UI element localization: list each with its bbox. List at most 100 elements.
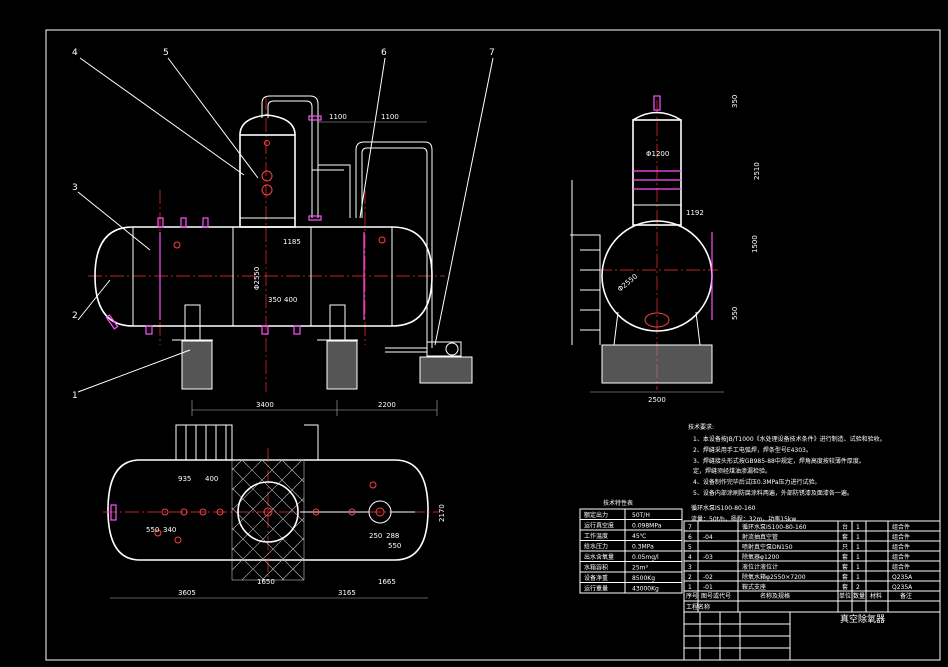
spec-label: 额定出力 <box>584 511 608 519</box>
part-number-2: 2 <box>72 311 78 321</box>
bom-name: 循环水泵IS100-80-160 <box>742 523 807 531</box>
front-ejector-pipe <box>355 141 433 348</box>
bom-qty: 1 <box>856 524 860 531</box>
part-number-6: 6 <box>381 48 387 58</box>
dim-plan-2170: 2170 <box>438 504 446 522</box>
spec-value: 25m³ <box>632 565 648 572</box>
bom-header-code: 图号或代号 <box>701 592 731 600</box>
dim-front-2550: Φ2550 <box>253 267 261 290</box>
bom-header-remark: 备注 <box>900 592 912 600</box>
bom-code: -03 <box>703 554 713 561</box>
plan-view: 935 400 550 340 250 288 550 2170 1650 16… <box>103 424 446 599</box>
spec-label: 水箱容积 <box>584 564 608 572</box>
part-number-7: 7 <box>489 48 495 58</box>
front-pump <box>426 341 462 357</box>
dim-plan-400: 400 <box>205 475 218 483</box>
dim-plan-1665: 1665 <box>378 578 396 586</box>
bom-name: 液位计液位计 <box>742 563 778 571</box>
bom-code: -01 <box>703 584 713 591</box>
spec-label: 工作温度 <box>584 532 608 540</box>
side-deaerator-column <box>632 119 682 226</box>
plan-hatched-platform <box>231 459 305 581</box>
tech-req-line-6: 5、设备内部涂刷防腐涂料两遍，外部防锈漆及面漆各一遍。 <box>693 489 853 497</box>
bom-header-no: 序号 <box>686 592 698 600</box>
side-foundation <box>602 345 712 383</box>
front-foundation-right <box>327 341 357 389</box>
dim-front-1100: 1100 <box>329 113 347 121</box>
bom-header-material: 材料 <box>870 592 882 600</box>
tech-req-line-1: 1、本设备按JB/T1000《水处理设备技术条件》进行制造、试验和验收。 <box>693 435 886 443</box>
bom-unit: 台 <box>842 523 848 531</box>
project-name: 工程名称 <box>686 603 710 611</box>
bom-qty: 1 <box>856 534 860 541</box>
spec-value: 50T/H <box>632 512 650 519</box>
bom-no: 6 <box>688 534 692 541</box>
dim-plan-3605: 3605 <box>178 589 196 597</box>
spec-value: 0.098MPa <box>632 523 662 530</box>
bom-qty: 2 <box>856 584 860 591</box>
bom-unit: 套 <box>842 563 848 571</box>
spec-label: 给水压力 <box>584 543 608 551</box>
tech-req-line-3: 3、焊缝接头形式按GB985-88中规定，焊角高度按较薄件厚度。 <box>693 457 865 465</box>
front-saddle-right <box>329 304 346 341</box>
bom-name: 射流抽真空管 <box>742 533 778 541</box>
front-saddle-left <box>184 304 201 341</box>
spec-table-title: 技术特性表 <box>603 499 633 507</box>
drawing-title: 真空除氧器 <box>840 613 885 625</box>
spec-value: 0.3MPa <box>632 544 654 551</box>
dim-side-2500: 2500 <box>648 396 666 404</box>
dim-plan-3165: 3165 <box>338 589 356 597</box>
dim-plan-550: 550 <box>146 526 159 534</box>
bom-qty: 1 <box>856 554 860 561</box>
bom-no: 7 <box>688 524 692 531</box>
spec-table: 技术特性表 额定出力 50T/H 运行真空度 0.098MPa 工作温度 45℃… <box>579 499 683 594</box>
bom-table: 7 循环水泵IS100-80-160 台 1 组合件 6 -04 射流抽真空管 … <box>683 520 941 661</box>
bom-remark: 组合件 <box>892 563 910 571</box>
part-number-5: 5 <box>163 48 169 58</box>
bom-code: -02 <box>703 574 713 581</box>
dim-side-2510: 2510 <box>753 162 761 180</box>
bom-name: 除氧器φ1200 <box>742 553 779 561</box>
plan-tank <box>107 459 429 561</box>
bom-no: 4 <box>688 554 692 561</box>
pump-spec-2: 流量：50t/h，扬程：32m，功率15kw <box>691 515 796 523</box>
front-foundation-pump <box>420 357 472 383</box>
dim-side-1500: 1500 <box>751 235 759 253</box>
bom-name: 除氧水箱φ2550×7200 <box>742 573 806 581</box>
spec-label: 设备净重 <box>584 574 608 582</box>
dim-plan-935: 935 <box>178 475 191 483</box>
bom-unit: 套 <box>842 583 848 591</box>
front-deaerator-column <box>239 134 296 228</box>
spec-label: 运行真空度 <box>584 522 614 530</box>
dim-front-3400: 3400 <box>256 401 274 409</box>
bom-unit: 套 <box>842 573 848 581</box>
side-view: 2500 350 2510 1500 550 Φ1200 1192 Φ2550 <box>570 95 761 404</box>
side-spray-nozzles <box>633 170 681 190</box>
bom-no: 2 <box>688 574 692 581</box>
bom-qty: 1 <box>856 564 860 571</box>
dim-plan-1650: 1650 <box>257 578 275 586</box>
front-foundation-left <box>182 341 212 389</box>
tech-req-line-2: 2、焊缝采用手工电弧焊，焊条型号E4303。 <box>693 446 812 454</box>
bom-remark: 组合件 <box>892 533 910 541</box>
bom-unit: 只 <box>842 544 848 551</box>
spec-label: 运行重量 <box>584 585 608 593</box>
bom-unit: 套 <box>842 533 848 541</box>
part-number-4: 4 <box>72 48 78 58</box>
spec-value: 0.05mg/l <box>632 554 659 561</box>
dim-front-350: 350 <box>268 296 281 304</box>
dim-side-1200: Φ1200 <box>646 150 669 158</box>
drawing-frame <box>45 29 941 661</box>
bom-remark: 组合件 <box>892 553 910 561</box>
front-view: 4 5 6 7 3 2 1 1100 1100 1185 Φ2550 350 4… <box>72 48 495 416</box>
part-number-1: 1 <box>72 391 78 401</box>
bom-remark: 组合件 <box>892 523 910 531</box>
bom-header-name: 名称及规格 <box>760 592 790 600</box>
bom-remark: Q235A <box>892 584 913 591</box>
pump-spec-1: 循环水泵IS100-80-160 <box>691 504 756 512</box>
front-tank <box>94 226 433 327</box>
dim-plan-250: 250 <box>369 532 382 540</box>
dim-front-1100b: 1100 <box>381 113 399 121</box>
bom-no: 1 <box>688 584 692 591</box>
